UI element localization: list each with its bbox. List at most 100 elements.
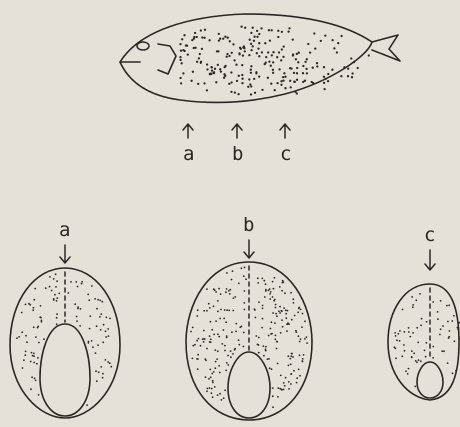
- stipple-dot: [56, 300, 58, 302]
- stipple-dot: [76, 316, 78, 318]
- stipple-dot: [33, 362, 35, 364]
- stipple-dot: [437, 318, 439, 320]
- stipple-dot: [245, 278, 247, 280]
- stipple-dot: [96, 325, 98, 327]
- stipple-dot: [218, 365, 220, 367]
- stipple-dot: [305, 68, 307, 70]
- stipple-dot: [89, 328, 91, 330]
- stipple-dot: [280, 375, 282, 377]
- stipple-dot: [86, 404, 88, 406]
- stipple-dot: [226, 335, 228, 337]
- stipple-dot: [250, 69, 252, 71]
- stipple-dot: [214, 349, 216, 351]
- stipple-dot: [217, 333, 219, 335]
- stipple-dot: [395, 357, 397, 359]
- stipple-dot: [281, 319, 283, 321]
- stipple-dot: [77, 308, 79, 310]
- stipple-dot: [182, 72, 184, 74]
- stipple-dot: [397, 333, 399, 335]
- stipple-dot: [340, 75, 342, 77]
- stipple-dot: [263, 345, 265, 347]
- stipple-dot: [279, 286, 281, 288]
- stipple-dot: [277, 396, 279, 398]
- stipple-dot: [105, 336, 107, 338]
- stipple-dot: [258, 33, 260, 35]
- stipple-dot: [449, 330, 451, 332]
- stipple-dot: [38, 342, 40, 344]
- stipple-dot: [279, 388, 281, 390]
- stipple-dot: [54, 294, 56, 296]
- stipple-dot: [102, 373, 104, 375]
- stipple-dot: [277, 30, 279, 32]
- stipple-dot: [223, 318, 225, 320]
- stipple-dot: [25, 304, 27, 306]
- stipple-dot: [257, 47, 259, 49]
- stipple-dot: [283, 72, 285, 74]
- stipple-dot: [269, 367, 271, 369]
- stipple-dot: [306, 72, 308, 74]
- stipple-dot: [272, 296, 274, 298]
- stipple-dot: [285, 309, 287, 311]
- stipple-dot: [454, 340, 456, 342]
- stipple-dot: [291, 319, 293, 321]
- stipple-dot: [243, 346, 245, 348]
- stipple-dot: [281, 48, 283, 50]
- stipple-dot: [53, 299, 55, 301]
- fish-gill: [158, 44, 176, 74]
- stipple-dot: [351, 76, 353, 78]
- stipple-dot: [347, 68, 349, 70]
- stipple-dot: [203, 330, 205, 332]
- stipple-dot: [441, 350, 443, 352]
- stipple-dot: [284, 385, 286, 387]
- stipple-dot: [217, 300, 219, 302]
- stipple-dot: [270, 328, 272, 330]
- stipple-dot: [88, 342, 90, 344]
- stipple-dot: [333, 47, 335, 49]
- stipple-dot: [220, 309, 222, 311]
- stipple-dot: [56, 323, 58, 325]
- stipple-dot: [260, 27, 262, 29]
- stipple-dot: [190, 331, 192, 333]
- stipple-dot: [288, 388, 290, 390]
- stipple-dot: [411, 350, 413, 352]
- stipple-dot: [21, 331, 23, 333]
- stipple-dot: [214, 68, 216, 70]
- fish-pointer-b: b: [232, 124, 243, 165]
- stipple-dot: [229, 293, 231, 295]
- stipple-dot: [215, 81, 217, 83]
- stipple-dot: [276, 56, 278, 58]
- stipple-dot: [102, 341, 104, 343]
- stipple-dot: [257, 277, 259, 279]
- stipple-dot: [276, 348, 278, 350]
- stipple-dot: [200, 345, 202, 347]
- stipple-dot: [222, 38, 224, 40]
- stipple-dot: [408, 327, 410, 329]
- stipple-dot: [226, 272, 228, 274]
- stipple-dot: [56, 313, 58, 315]
- stipple-dot: [275, 335, 277, 337]
- stipple-dot: [231, 331, 233, 333]
- stipple-dot: [240, 26, 242, 28]
- stipple-dot: [284, 76, 286, 78]
- stipple-dot: [203, 37, 205, 39]
- stipple-dot: [274, 299, 276, 301]
- stipple-dot: [24, 354, 26, 356]
- stipple-dot: [210, 321, 212, 323]
- stipple-dot: [210, 66, 212, 68]
- stipple-dot: [181, 38, 183, 40]
- stipple-dot: [267, 358, 269, 360]
- stipple-dot: [299, 375, 301, 377]
- stipple-dot: [96, 308, 98, 310]
- stipple-dot: [283, 307, 285, 309]
- stipple-dot: [280, 80, 282, 82]
- stipple-dot: [216, 358, 218, 360]
- stipple-dot: [210, 376, 212, 378]
- stipple-dot: [32, 309, 34, 311]
- stipple-dot: [185, 44, 187, 46]
- stipple-dot: [296, 67, 298, 69]
- stipple-dot: [275, 304, 277, 306]
- stipple-dot: [268, 358, 270, 360]
- down-arrow-icon: [244, 240, 254, 258]
- stipple-dot: [287, 355, 289, 357]
- stipple-dot: [274, 338, 276, 340]
